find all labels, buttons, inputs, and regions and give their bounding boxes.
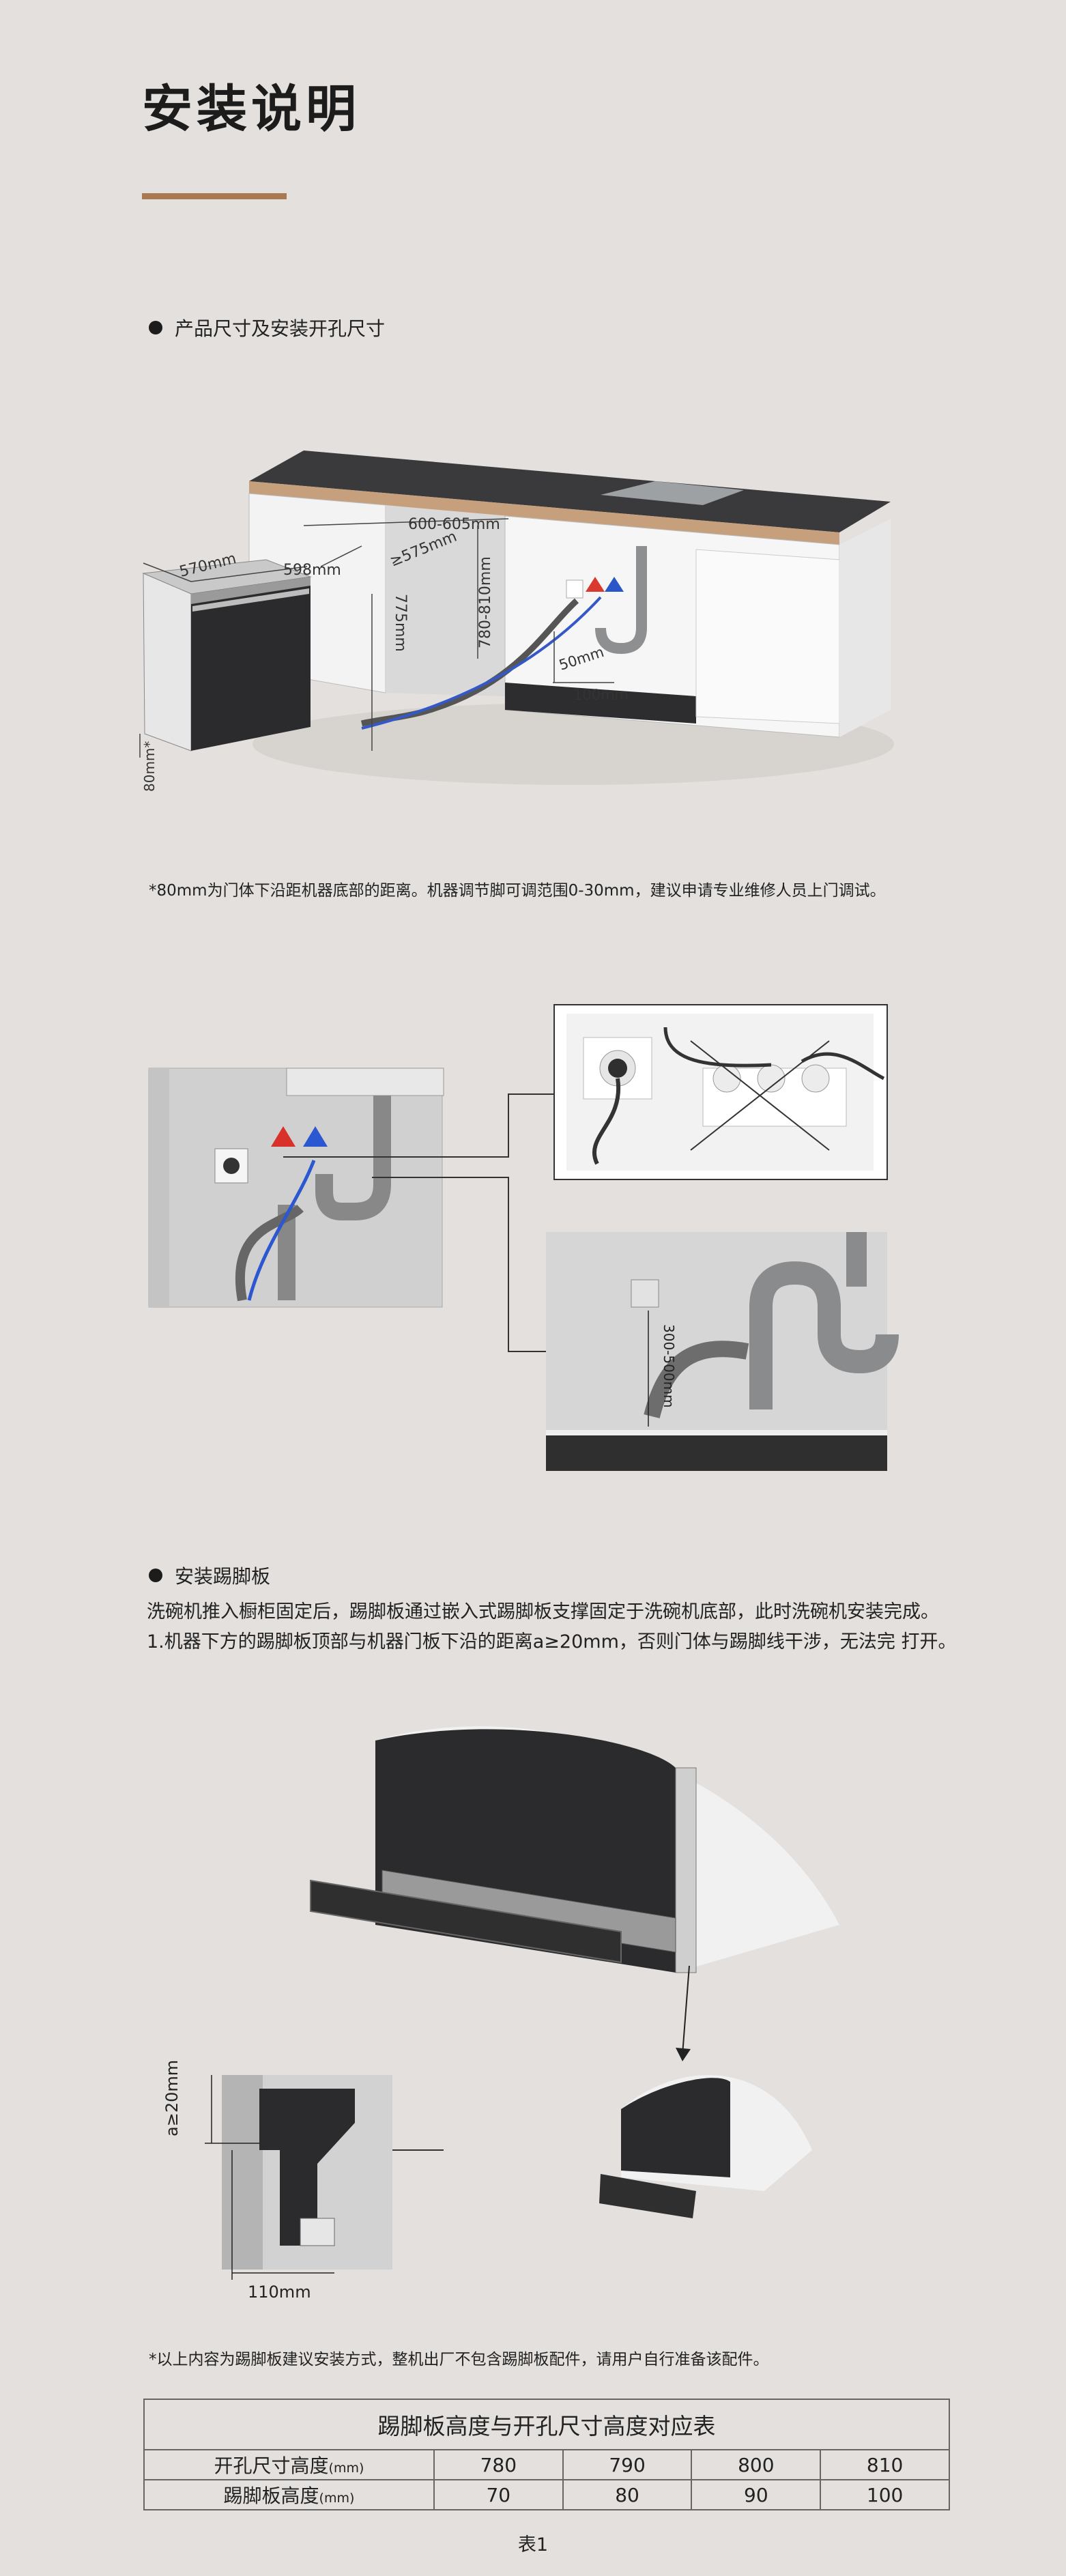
- kickboard-height-table: 踢脚板高度与开孔尺寸高度对应表 开孔尺寸高度(mm) 780 790 800 8…: [143, 2399, 950, 2510]
- table-row: 踢脚板高度(mm) 70 80 90 100: [143, 2479, 950, 2510]
- table-cell: 70: [433, 2479, 564, 2510]
- kickboard-illustration: a≥20mm 110mm: [162, 1726, 839, 2302]
- table-row: 开孔尺寸高度(mm) 780 790 800 810: [143, 2449, 950, 2480]
- table-cell: 790: [562, 2449, 693, 2480]
- table-cell: 780: [433, 2449, 564, 2480]
- section-heading-kickboard: 安装踢脚板: [149, 1562, 270, 1589]
- dimensions-note: *80mm为门体下沿距机器底部的距离。机器调节脚可调范围0-30mm，建议申请专…: [149, 882, 886, 900]
- dishwasher-door: [191, 577, 311, 751]
- dim-width: 598mm: [283, 562, 341, 579]
- page-title: 安装说明: [142, 80, 360, 139]
- bullet-icon: [149, 321, 162, 334]
- table-cell: 810: [820, 2449, 950, 2480]
- table-cell: 100: [820, 2479, 950, 2510]
- row-label-kickboard: 踢脚板高度(mm): [143, 2479, 435, 2510]
- dim-drain-height: 300-500mm: [661, 1324, 677, 1408]
- kickboard-note: *以上内容为踢脚板建议安装方式，整机出厂不包含踢脚板配件，请用户自行准备该配件。: [149, 2351, 769, 2369]
- kickboard-text-1: 洗碗机推入橱柜固定后，踢脚板通过嵌入式踢脚板支撑固定于洗碗机底部，此时洗碗机安装…: [147, 1601, 939, 1622]
- dim-cab-height: 780-810mm: [477, 556, 494, 648]
- dim-toe: 80mm*: [141, 741, 158, 792]
- dim-110: 110mm: [248, 2282, 311, 2302]
- plumbing-illustration: 300-500mm: [148, 1004, 899, 1471]
- dim-100: 100mm: [573, 687, 629, 703]
- row-label-opening: 开孔尺寸高度(mm): [143, 2449, 435, 2480]
- table-caption: 踢脚板高度与开孔尺寸高度对应表: [143, 2399, 950, 2450]
- section-heading-dimensions: 产品尺寸及安装开孔尺寸: [149, 314, 385, 341]
- title-underline: [142, 193, 287, 199]
- table-cell: 90: [691, 2479, 822, 2510]
- dim-height: 775mm: [392, 594, 409, 652]
- countertop: [249, 450, 891, 532]
- dim-cab-width: 600-605mm: [408, 516, 500, 533]
- dim-a: a≥20mm: [162, 2060, 182, 2136]
- kickboard-text-2: 1.机器下方的踢脚板顶部与机器门板下沿的距离a≥20mm，否则门体与踢脚线干涉，…: [147, 1631, 957, 1652]
- table-cell: 800: [691, 2449, 822, 2480]
- dimensions-illustration: 570mm 598mm 80mm* 775mm 600-605mm ≥575mm…: [139, 450, 894, 792]
- table-cell: 80: [562, 2479, 693, 2510]
- table-label: 表1: [517, 2534, 549, 2556]
- bullet-icon: [149, 1569, 162, 1582]
